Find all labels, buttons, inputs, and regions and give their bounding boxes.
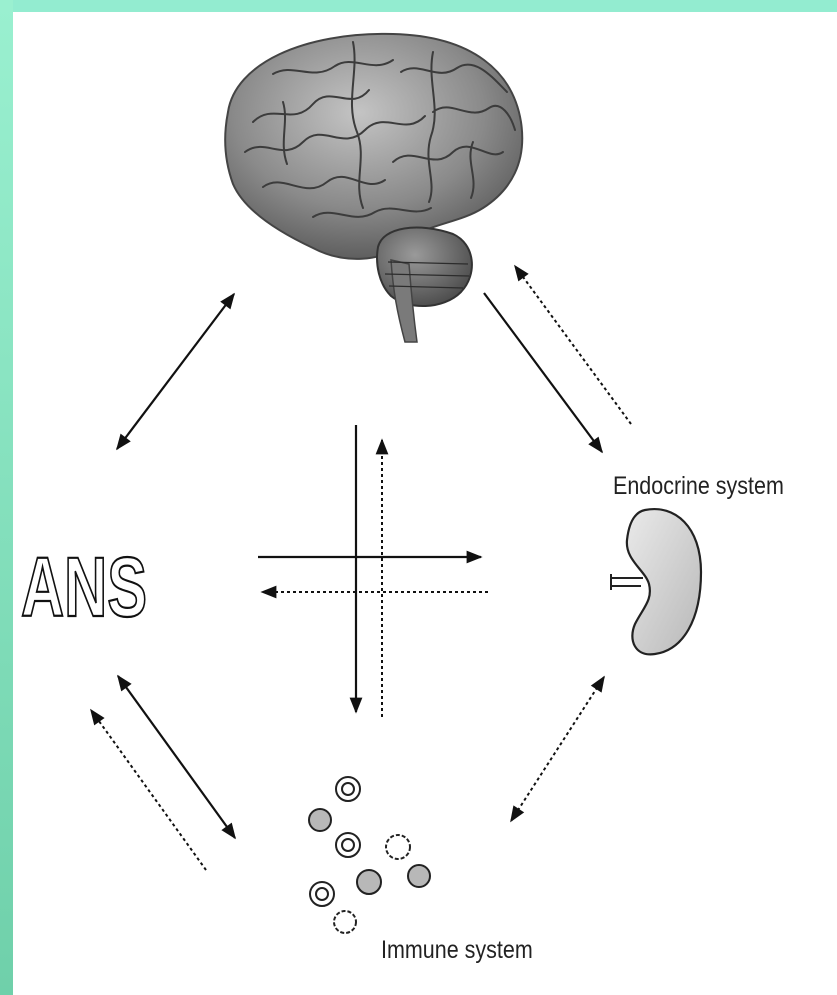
diagram-canvas: ANS Endocrine system Immune system [13, 12, 837, 995]
spiky-cell [334, 911, 356, 933]
diagram-svg [13, 12, 837, 995]
endocrine-system-label: Endocrine system [613, 472, 784, 501]
shaded-cell [408, 865, 430, 887]
brain-icon [225, 34, 522, 342]
immune-cells-icon [309, 777, 430, 933]
arrow-brain-ans [117, 294, 234, 449]
ans-label-graphic: ANS [19, 532, 151, 624]
immune-system-label: Immune system [381, 936, 533, 965]
kidney-icon [611, 509, 701, 654]
arrow-immune-ans-dotted [91, 710, 206, 870]
slide-frame-top [0, 0, 837, 12]
arrow-endocrine-brain-dotted [515, 266, 631, 424]
slide-frame-left [0, 0, 13, 995]
shaded-cell [357, 870, 381, 894]
ring-cell [336, 833, 360, 857]
shaded-cell [309, 809, 331, 831]
ring-cell [336, 777, 360, 801]
arrow-ans-immune [118, 676, 235, 838]
arrow-brain-endocrine [484, 293, 602, 452]
ring-cell [310, 882, 334, 906]
ans-node: ANS [19, 532, 151, 624]
spiky-cell [386, 835, 410, 859]
ans-label: ANS [21, 540, 147, 624]
arrow-endocrine-immune-dotted [511, 677, 604, 821]
